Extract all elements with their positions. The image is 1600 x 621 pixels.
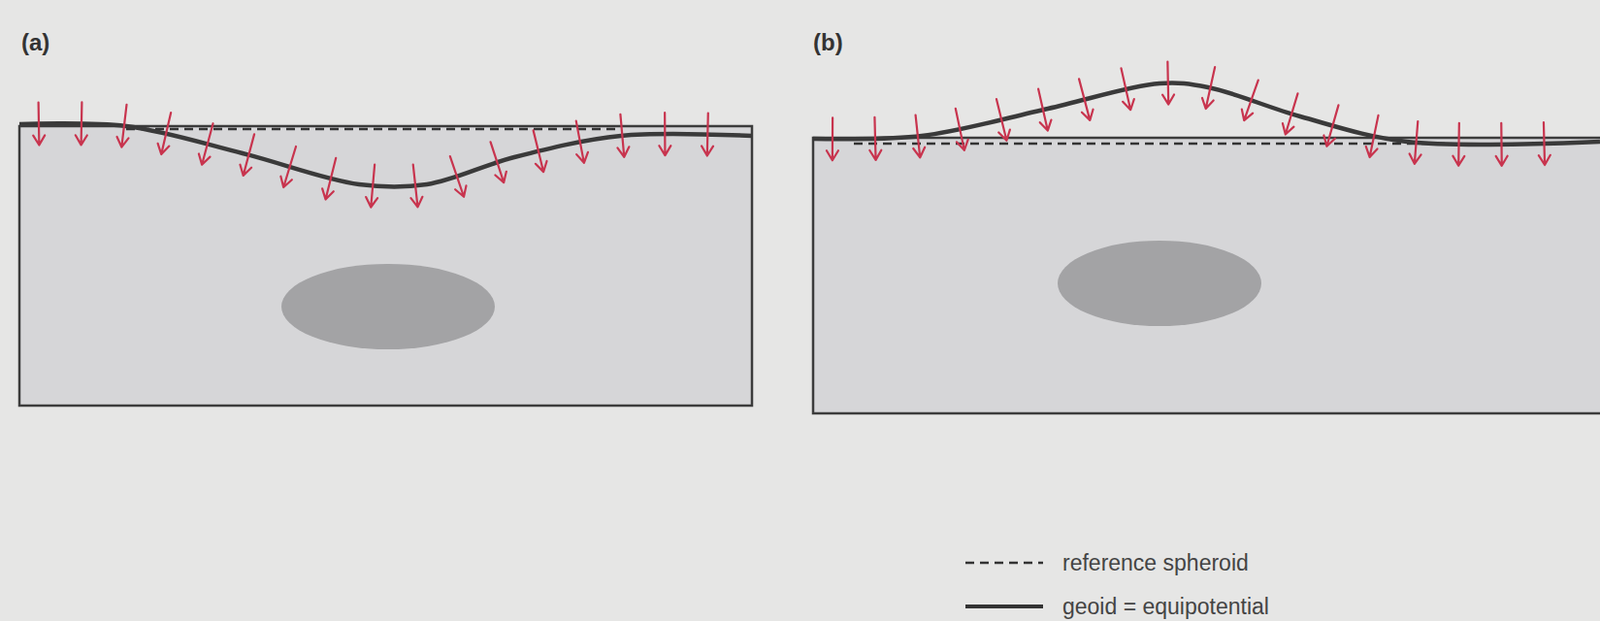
reference-spheroid bbox=[126, 128, 621, 131]
gravity-arrow bbox=[117, 104, 130, 148]
gravity-arrow bbox=[1162, 62, 1175, 105]
gravity-arrows bbox=[32, 101, 714, 207]
gravity-arrow bbox=[955, 108, 969, 151]
gravity-arrow bbox=[490, 141, 507, 183]
mass-anomaly bbox=[1057, 240, 1262, 327]
legend-sample bbox=[965, 561, 1044, 565]
gravity-arrow bbox=[701, 113, 714, 157]
gravity-arrow bbox=[1120, 67, 1134, 110]
gravity-arrow bbox=[869, 117, 882, 161]
gravity-arrow bbox=[1452, 123, 1465, 166]
gravity-arrow bbox=[658, 112, 671, 156]
panel-figure bbox=[813, 62, 1600, 414]
gravity-arrow bbox=[32, 101, 45, 145]
gravity-arrow bbox=[450, 156, 467, 197]
gravity-arrow bbox=[75, 101, 88, 145]
reference-spheroid bbox=[853, 142, 1446, 146]
gravity-arrow bbox=[1409, 121, 1422, 164]
gravity-arrow bbox=[1323, 104, 1339, 146]
gravity-arrow bbox=[1038, 89, 1051, 131]
legend-text: geoid = equipotential bbox=[1062, 593, 1270, 621]
geoid-curve bbox=[19, 123, 752, 187]
gravity-arrows bbox=[826, 62, 1551, 166]
gravity-arrow bbox=[365, 164, 378, 208]
panel-label: (a) bbox=[21, 29, 50, 57]
gravity-arrow bbox=[1078, 78, 1093, 121]
earth-block bbox=[19, 126, 752, 406]
gravity-arrow bbox=[1241, 80, 1259, 122]
gravity-arrow bbox=[826, 117, 839, 161]
mass-anomaly bbox=[281, 263, 495, 350]
earth-block bbox=[813, 137, 1600, 414]
gravity-arrow bbox=[996, 98, 1011, 141]
gravity-arrow bbox=[239, 133, 255, 176]
gravity-arrow bbox=[1282, 93, 1299, 134]
gravity-arrow bbox=[1496, 123, 1508, 166]
gravity-arrow bbox=[1202, 66, 1215, 109]
gravity-arrow bbox=[322, 158, 336, 200]
gravity-arrow bbox=[1538, 122, 1551, 165]
panel-label: (b) bbox=[813, 29, 844, 57]
legend-samples bbox=[965, 562, 1044, 607]
legend-sample bbox=[965, 604, 1044, 609]
gravity-arrow bbox=[410, 164, 423, 208]
gravity-arrow bbox=[617, 114, 629, 158]
gravity-arrow bbox=[913, 115, 925, 159]
legend-text: reference spheroid bbox=[1062, 550, 1249, 577]
geoid-curve bbox=[813, 82, 1600, 144]
gravity-arrow bbox=[576, 121, 588, 164]
gravity-arrow bbox=[1366, 115, 1379, 158]
gravity-arrow bbox=[533, 130, 548, 172]
gravity-arrow bbox=[280, 146, 296, 188]
panel-figure bbox=[19, 101, 752, 406]
gravity-arrow bbox=[198, 123, 214, 164]
gravity-arrow bbox=[158, 112, 172, 155]
